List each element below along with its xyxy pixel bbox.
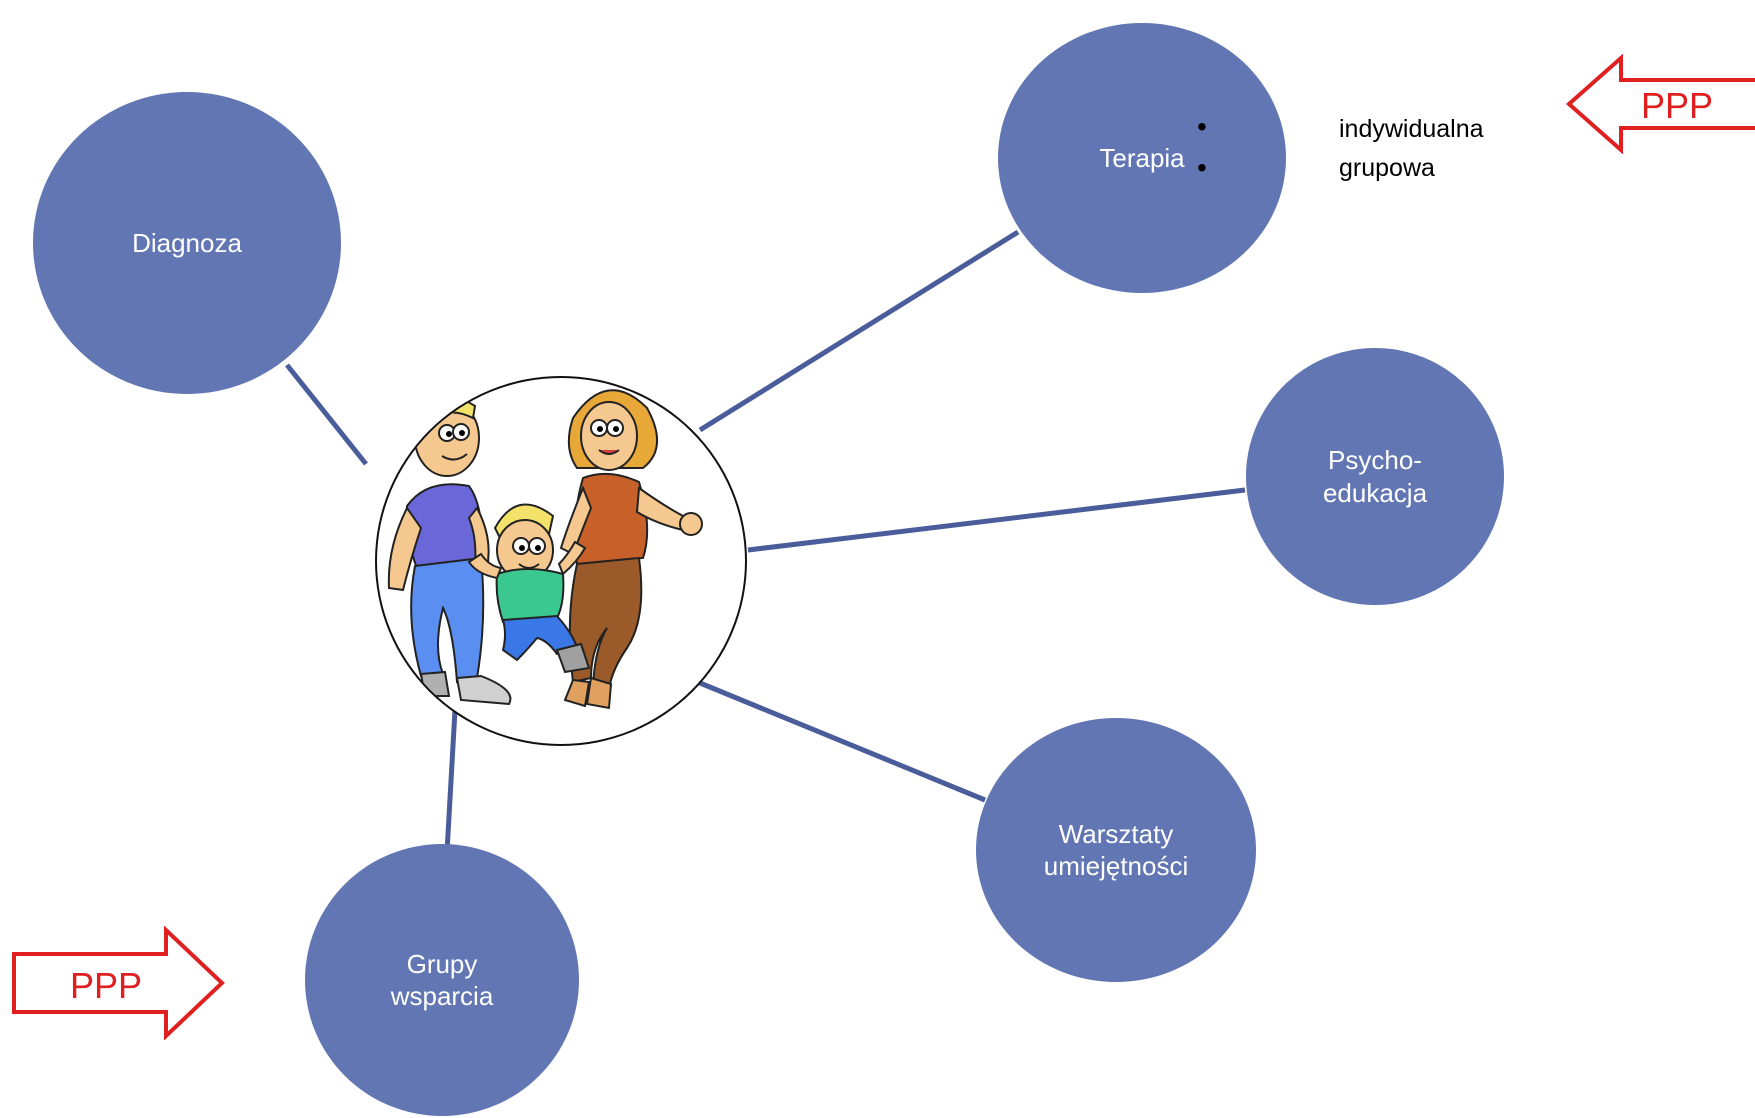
arrow-bottom-left-label: PPP <box>70 965 143 1006</box>
terapia-type-item: indywidualna <box>1339 115 1484 143</box>
arrow-left-ppp <box>1565 54 1755 154</box>
mother-figure <box>559 389 703 710</box>
terapia-type-item: grupowa <box>1339 153 1435 182</box>
node-psychoedukacja-label: Psycho- edukacja <box>1322 445 1428 508</box>
node-diagnoza-label: Diagnoza <box>132 227 242 258</box>
bullet-dot-2: • <box>1197 152 1207 183</box>
arrow-top-right-label: PPP <box>1641 85 1714 126</box>
connector-grupy <box>444 709 458 853</box>
node-grupy-label: Grupy wsparcia <box>390 948 494 1012</box>
node-terapia-label: Terapia <box>1099 142 1185 173</box>
node-diagnoza[interactable]: Diagnoza <box>33 92 341 394</box>
bullet-dot-1: • <box>1197 111 1207 142</box>
child-figure <box>467 503 591 674</box>
node-warsztaty-label: Warsztaty umiejętności <box>1043 818 1189 882</box>
connector-terapia <box>698 229 1020 433</box>
connector-diagnoza <box>285 363 368 466</box>
node-grupy-wsparcia[interactable]: Grupy wsparcia <box>305 844 579 1116</box>
family-cartoon-icon <box>387 389 703 710</box>
terapia-types-list: indywidualna grupowa <box>1339 110 1484 188</box>
node-terapia[interactable]: Terapia <box>998 23 1286 293</box>
arrow-right-ppp <box>12 926 225 1040</box>
connector-warsztaty <box>699 680 986 803</box>
node-warsztaty[interactable]: Warsztaty umiejętności <box>976 718 1256 982</box>
center-family-image <box>375 376 747 746</box>
connector-psychoedukacja <box>747 487 1246 553</box>
node-psychoedukacja[interactable]: Psycho- edukacja <box>1246 348 1504 605</box>
